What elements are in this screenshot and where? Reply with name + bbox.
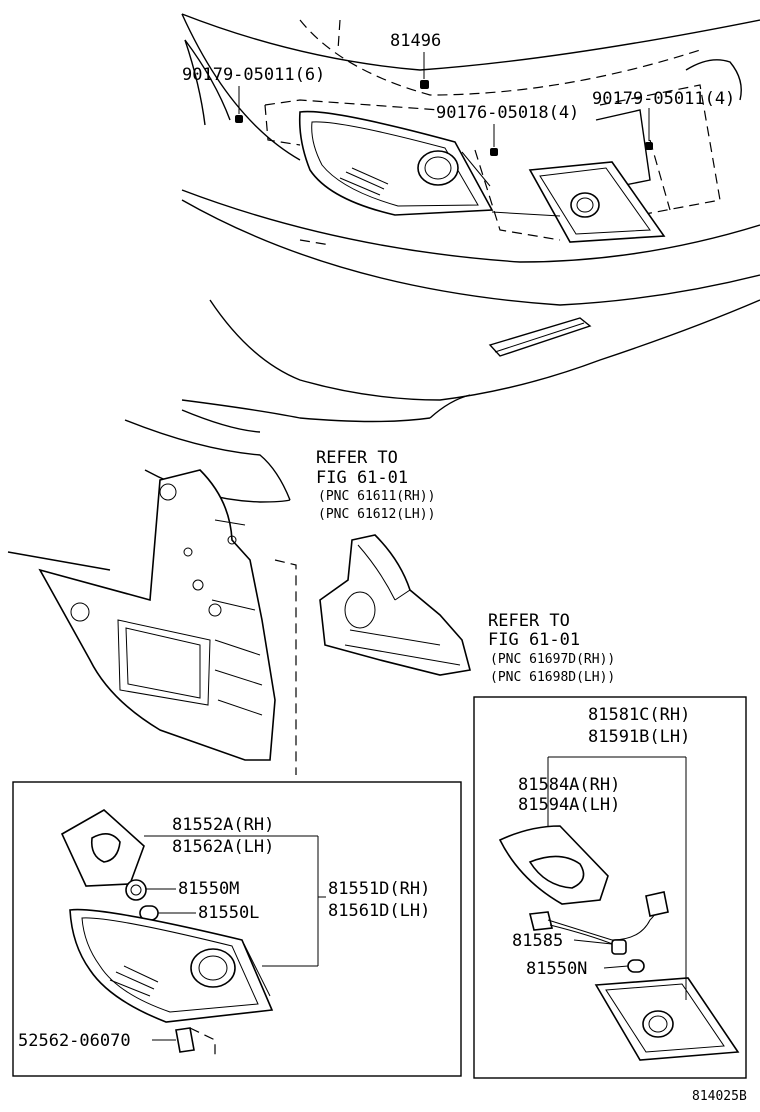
leader-lines-upper (238, 52, 650, 147)
part-labels: 81496 90179-05011(6) 90176-05018(4) 9017… (18, 31, 747, 1104)
label-refer2-c: (PNC 61697D(RH)) (490, 652, 615, 667)
left-assembly-box (12, 781, 462, 1077)
label-52562-06070: 52562-06070 (18, 1031, 131, 1051)
right-assembly-box (473, 696, 747, 1079)
inner-bracket (319, 534, 471, 676)
label-81550N: 81550N (526, 959, 587, 979)
label-81581C: 81581C(RH) (588, 705, 690, 725)
label-refer2-b: FIG 61-01 (488, 630, 580, 650)
left-tail-lamp-upper (298, 110, 494, 216)
right-lamp-parts (498, 825, 740, 1061)
label-81585: 81585 (512, 931, 563, 951)
label-refer1-b: FIG 61-01 (316, 468, 408, 488)
label-81551D: 81551D(RH) (328, 879, 430, 899)
leader-lines-right-box (547, 756, 687, 1000)
figure-id: 814025B (692, 1089, 747, 1104)
quarter-panel (7, 419, 297, 775)
label-81594A: 81594A(LH) (518, 795, 620, 815)
left-lamp-parts (60, 809, 274, 1060)
label-90176-05018-4: 90176-05018(4) (436, 103, 579, 123)
label-90179-05011-6: 90179-05011(6) (182, 65, 325, 85)
label-81550L: 81550L (198, 903, 259, 923)
label-81584A: 81584A(RH) (518, 775, 620, 795)
label-refer2-a: REFER TO (488, 611, 570, 631)
label-81496: 81496 (390, 31, 441, 51)
label-refer2-d: (PNC 61698D(LH)) (490, 670, 615, 685)
label-81552A: 81552A(RH) (172, 815, 274, 835)
label-refer1-a: REFER TO (316, 448, 398, 468)
label-81591B: 81591B(LH) (588, 727, 690, 747)
label-refer1-d: (PNC 61612(LH)) (318, 507, 435, 522)
label-refer1-c: (PNC 61611(RH)) (318, 489, 435, 504)
right-inner-lamp-upper (491, 161, 666, 243)
label-90179-05011-4: 90179-05011(4) (592, 89, 735, 109)
fasteners-upper (235, 80, 653, 156)
label-81550M: 81550M (178, 879, 239, 899)
label-81561D: 81561D(LH) (328, 901, 430, 921)
leader-lines-left-box (144, 835, 326, 1041)
label-81562A: 81562A(LH) (172, 837, 274, 857)
vehicle-rear-body (181, 13, 760, 433)
